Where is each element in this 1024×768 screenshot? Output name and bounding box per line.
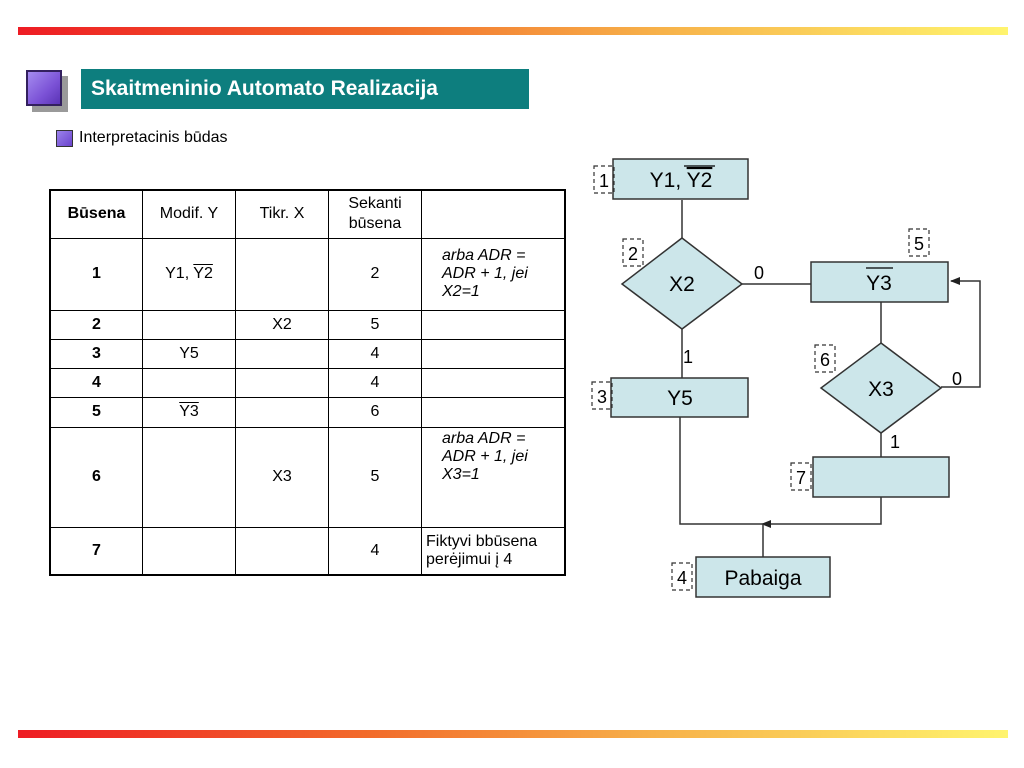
bullet-square-icon <box>56 129 73 147</box>
condition-x3 <box>819 342 943 434</box>
cell-y-negated: Y3 <box>179 403 199 420</box>
start-block <box>612 158 749 200</box>
table-row: 3 Y5 4 <box>49 338 566 369</box>
edge-empty-to-join <box>761 497 882 528</box>
header-next-state: Sekanti būsena <box>328 189 422 239</box>
slide-title: Skaitmeninio Automato Realizacija <box>81 69 529 109</box>
tag-box-4 <box>671 562 693 591</box>
state-tags: 1 2 3 4 5 6 7 <box>597 171 924 588</box>
edge-label-x2-false: 0 <box>754 263 764 283</box>
cell-note: Fiktyvi bbūsena perėjimui į 4 <box>421 526 566 576</box>
cell-modif-y <box>142 309 236 340</box>
state-tag-boxes <box>591 165 930 591</box>
tag-5: 5 <box>914 234 924 254</box>
table-header-row: Būsena Modif. Y Tikr. X Sekanti būsena <box>49 189 566 239</box>
condition-x2 <box>620 237 744 330</box>
block-y5 <box>610 377 749 418</box>
top-gradient-bar <box>18 27 1008 35</box>
block-y3 <box>810 261 949 303</box>
condition-x2-label: X2 <box>669 273 695 296</box>
table-row: 2 X2 5 <box>49 309 566 340</box>
table-row: 4 4 <box>49 367 566 398</box>
cell-state: 3 <box>49 338 143 369</box>
tag-2: 2 <box>628 244 638 264</box>
tag-6: 6 <box>820 350 830 370</box>
edge-x3-loop-to-y3 <box>941 277 981 388</box>
tag-7: 7 <box>796 468 806 488</box>
block-y5-label: Y5 <box>667 387 693 410</box>
table-row: 5 Y3 6 <box>49 396 566 428</box>
cell-note: arba ADR = ADR + 1, jei X2=1 <box>421 237 566 311</box>
tag-box-1 <box>593 165 615 194</box>
bottom-gradient-bar <box>18 730 1008 738</box>
header-tikr-x: Tikr. X <box>235 189 329 239</box>
cell-next-state: 2 <box>328 237 422 311</box>
table-row: 7 4 Fiktyvi bbūsena perėjimui į 4 <box>49 526 566 576</box>
cell-note <box>421 309 566 340</box>
block-y3-label: Y3 <box>866 272 892 295</box>
cell-note <box>421 367 566 398</box>
start-block-label: Y1, Y2 <box>650 169 713 192</box>
cell-y-negated: Y2 <box>193 265 213 282</box>
end-block <box>695 556 831 598</box>
subtitle-text: Interpretacinis būdas <box>79 129 228 146</box>
cell-modif-y <box>142 526 236 576</box>
title-square-icon <box>26 70 62 106</box>
flow-connectors <box>679 200 981 557</box>
table-row: 1 Y1, Y2 2 arba ADR = ADR + 1, jei X2=1 <box>49 237 566 311</box>
cell-tikr-x <box>235 526 329 576</box>
header-note <box>421 189 566 239</box>
tag-box-5 <box>908 228 930 257</box>
tag-1: 1 <box>599 171 609 191</box>
header-state: Būsena <box>49 189 143 239</box>
cell-next-state: 4 <box>328 526 422 576</box>
cell-modif-y: Y3 <box>142 396 236 428</box>
cell-note <box>421 396 566 428</box>
tag-4: 4 <box>677 568 687 588</box>
state-table: Būsena Modif. Y Tikr. X Sekanti būsena 1… <box>49 189 566 576</box>
cell-next-state: 4 <box>328 367 422 398</box>
cell-next-state: 5 <box>328 426 422 528</box>
cell-tikr-x <box>235 396 329 428</box>
tag-box-3 <box>591 381 613 410</box>
cell-tikr-x: X2 <box>235 309 329 340</box>
tag-box-2 <box>622 238 644 267</box>
subtitle: Interpretacinis būdas <box>56 128 228 148</box>
cell-tikr-x <box>235 338 329 369</box>
end-block-label: Pabaiga <box>724 567 801 590</box>
tag-3: 3 <box>597 387 607 407</box>
edge-y5-to-join <box>679 417 762 525</box>
cell-note <box>421 338 566 369</box>
edge-label-x3-false: 0 <box>952 369 962 389</box>
table-row: 6 X3 5 arba ADR = ADR + 1, jei X3=1 <box>49 426 566 528</box>
cell-tikr-x <box>235 237 329 311</box>
tag-box-6 <box>814 344 836 373</box>
empty-block <box>812 456 950 498</box>
edge-label-x3-true: 1 <box>890 432 900 452</box>
cell-y-plain: Y5 <box>179 344 199 362</box>
cell-y-plain: Y1, <box>165 265 194 282</box>
cell-modif-y: Y5 <box>142 338 236 369</box>
cell-state: 7 <box>49 526 143 576</box>
tag-box-7 <box>790 462 812 491</box>
condition-x3-label: X3 <box>868 378 894 401</box>
edge-label-x2-true: 1 <box>683 347 693 367</box>
